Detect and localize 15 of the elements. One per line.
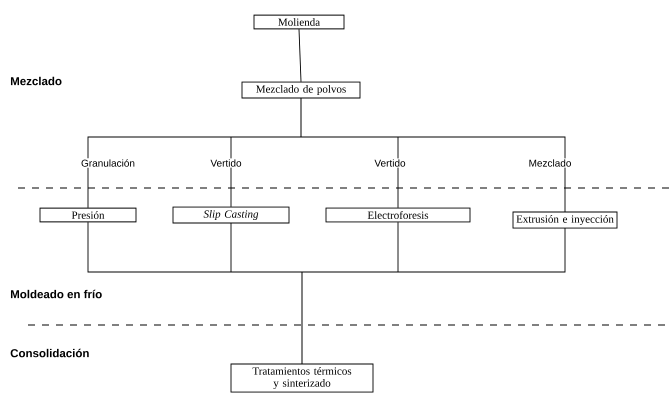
edge-label: Granulación [80, 158, 136, 168]
process-box: Molienda [254, 14, 344, 30]
edge-label: Vertido [209, 158, 243, 168]
process-box: Slip Casting [172, 206, 290, 224]
process-box: Extrusión e inyección [512, 212, 618, 228]
section-label: Consolidación [10, 348, 89, 358]
section-label: Moldeado en frío [10, 290, 102, 298]
process-box: Electroforesis [326, 208, 470, 222]
connector-line [298, 28, 302, 82]
section-label: Mezclado [10, 76, 62, 86]
edge-label: Vertido [373, 158, 407, 168]
process-box: Tratamientos térmicos y sinterizado [230, 364, 374, 392]
edge-label: Mezclado [528, 158, 572, 168]
process-box: Mezclado de polvos [242, 82, 360, 98]
process-box: Presión [40, 208, 136, 222]
